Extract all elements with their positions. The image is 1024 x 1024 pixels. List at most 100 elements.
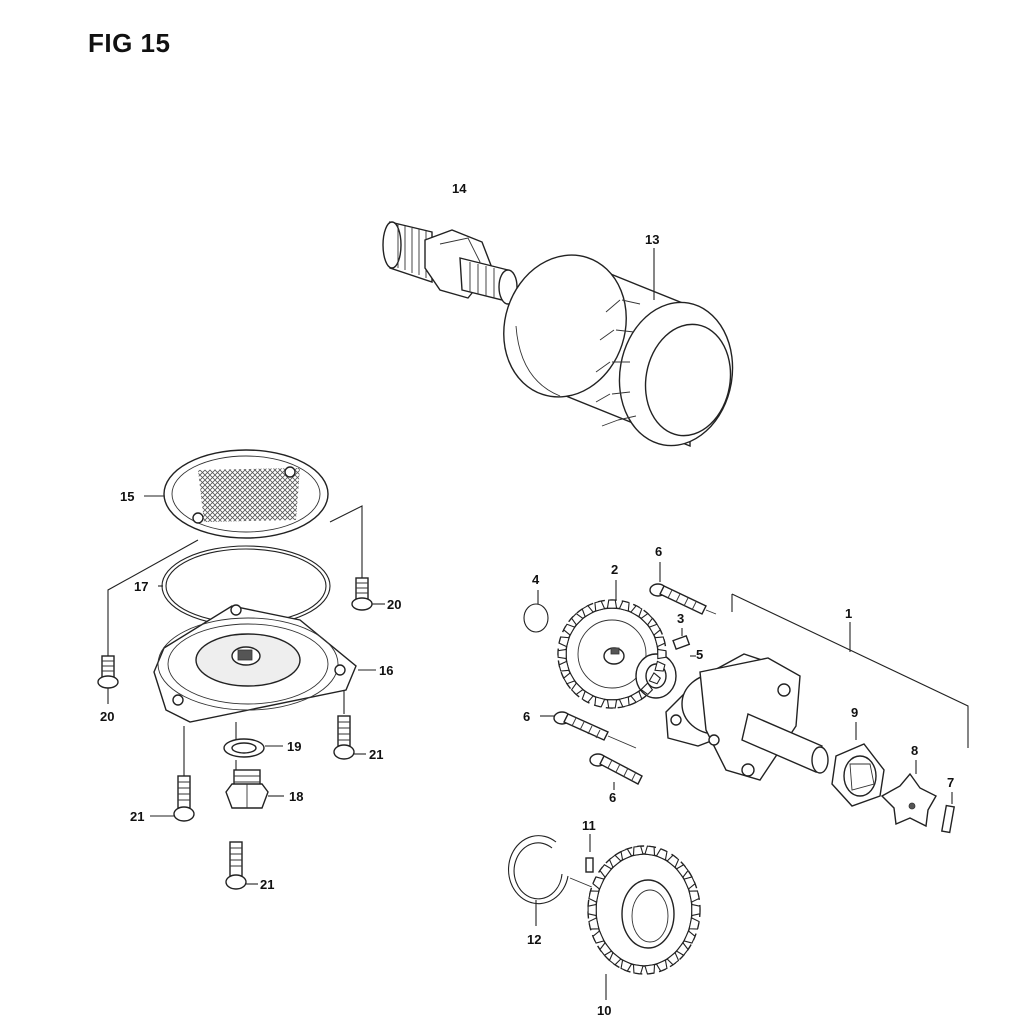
gear-tooth (592, 876, 605, 890)
gear-tooth (562, 623, 576, 636)
callout-13: 13 (645, 232, 659, 247)
gear-tooth (606, 699, 618, 709)
callout-1: 1 (845, 606, 852, 621)
bolt-part-21-c (225, 841, 258, 890)
callout-6-b: 6 (523, 709, 530, 724)
gear-tooth (558, 660, 570, 672)
gear-tooth (570, 682, 584, 696)
outer-rotor-part-9 (831, 722, 885, 807)
callout-2: 2 (611, 562, 618, 577)
gear-tooth (666, 854, 680, 869)
callout-9: 9 (851, 705, 858, 720)
callout-10: 10 (597, 1003, 611, 1018)
union-fitting-part-14 (382, 221, 518, 305)
inner-rotor-part-8 (880, 760, 937, 828)
gear-tooth (648, 623, 662, 636)
bolt-part-20-a (351, 577, 385, 611)
callout-20-a: 20 (387, 597, 401, 612)
gear-tooth (588, 890, 600, 903)
callout-21-c: 21 (260, 877, 274, 892)
gear-tooth (599, 941, 613, 956)
gear-tooth (630, 604, 643, 618)
bolt-part-21-a (333, 715, 366, 760)
cover-plate-part-16 (153, 604, 376, 723)
gear-tooth (654, 660, 666, 672)
gear-tooth (608, 951, 622, 966)
callout-7: 7 (947, 775, 954, 790)
callout-12: 12 (527, 932, 541, 947)
callout-6-c: 6 (609, 790, 616, 805)
pin-part-3 (672, 628, 691, 650)
gear-tooth (654, 636, 666, 648)
gear-tooth (592, 930, 605, 944)
gear-tooth (666, 951, 680, 966)
bolt-part-21-b (150, 775, 195, 822)
gear-tooth (620, 959, 633, 972)
gear-tooth (581, 690, 594, 704)
driven-gear-teeth (587, 845, 701, 975)
screw-part-6-a (649, 562, 717, 615)
callout-14: 14 (452, 181, 467, 196)
gear-tooth (594, 696, 606, 708)
gear-tooth (691, 903, 701, 917)
callout-3: 3 (677, 611, 684, 626)
gear-tooth (632, 964, 644, 975)
gear-tooth (683, 930, 696, 944)
gear-tooth (655, 959, 668, 972)
gear-tooth (594, 600, 606, 612)
gear-tooth (655, 848, 668, 861)
gear-tooth (675, 864, 689, 879)
assembly-bracket-part-1 (731, 593, 969, 748)
gear-tooth (606, 599, 618, 609)
gear-tooth (630, 690, 643, 704)
strainer-screen-part-15 (144, 449, 329, 539)
gear-tooth (570, 612, 584, 626)
oil-pump-body-part-1 (665, 653, 829, 781)
callout-18: 18 (289, 789, 303, 804)
figure-title: FIG 15 (88, 28, 171, 58)
gear-tooth (557, 648, 567, 660)
circlip-part-4 (523, 590, 549, 633)
callout-6-a: 6 (655, 544, 662, 559)
gear-tooth (562, 672, 576, 685)
pin-part-11 (585, 834, 594, 873)
callout-21-b: 21 (130, 809, 144, 824)
pin-part-7 (940, 792, 956, 834)
gear-tooth (618, 600, 630, 612)
callout-15: 15 (120, 489, 134, 504)
callout-17: 17 (134, 579, 148, 594)
callout-8: 8 (911, 743, 918, 758)
callout-11: 11 (582, 818, 596, 833)
gear-tooth (632, 845, 644, 856)
oil-filter-part-13 (503, 248, 734, 448)
gear-tooth (588, 917, 600, 930)
gear-tooth (644, 845, 656, 856)
screw-part-6-b (540, 711, 637, 749)
gear-tooth (640, 612, 654, 626)
drain-plug-part-18 (225, 769, 284, 809)
gear-tooth (688, 917, 700, 930)
washer-part-19 (223, 738, 283, 758)
callout-labels: 14 13 15 17 20 20 16 19 21 18 21 21 4 2 … (100, 181, 954, 1018)
gear-tooth (618, 696, 630, 708)
callout-21-a: 21 (369, 747, 383, 762)
gear-tooth (688, 890, 700, 903)
callout-20-b: 20 (100, 709, 114, 724)
screw-part-6-c (589, 753, 643, 790)
callout-4: 4 (532, 572, 540, 587)
drive-gear-teeth (557, 599, 667, 709)
gear-tooth (608, 854, 622, 869)
gear-tooth (581, 604, 594, 618)
gear-tooth (558, 636, 570, 648)
gear-tooth (675, 941, 689, 956)
gear-tooth (657, 648, 667, 660)
callout-19: 19 (287, 739, 301, 754)
driven-gear-part-10 (587, 845, 701, 1000)
gear-tooth (683, 876, 696, 890)
callout-16: 16 (379, 663, 393, 678)
gear-tooth (599, 864, 613, 879)
gear-tooth (640, 682, 654, 696)
gear-tooth (587, 903, 597, 917)
gear-tooth (648, 672, 662, 685)
